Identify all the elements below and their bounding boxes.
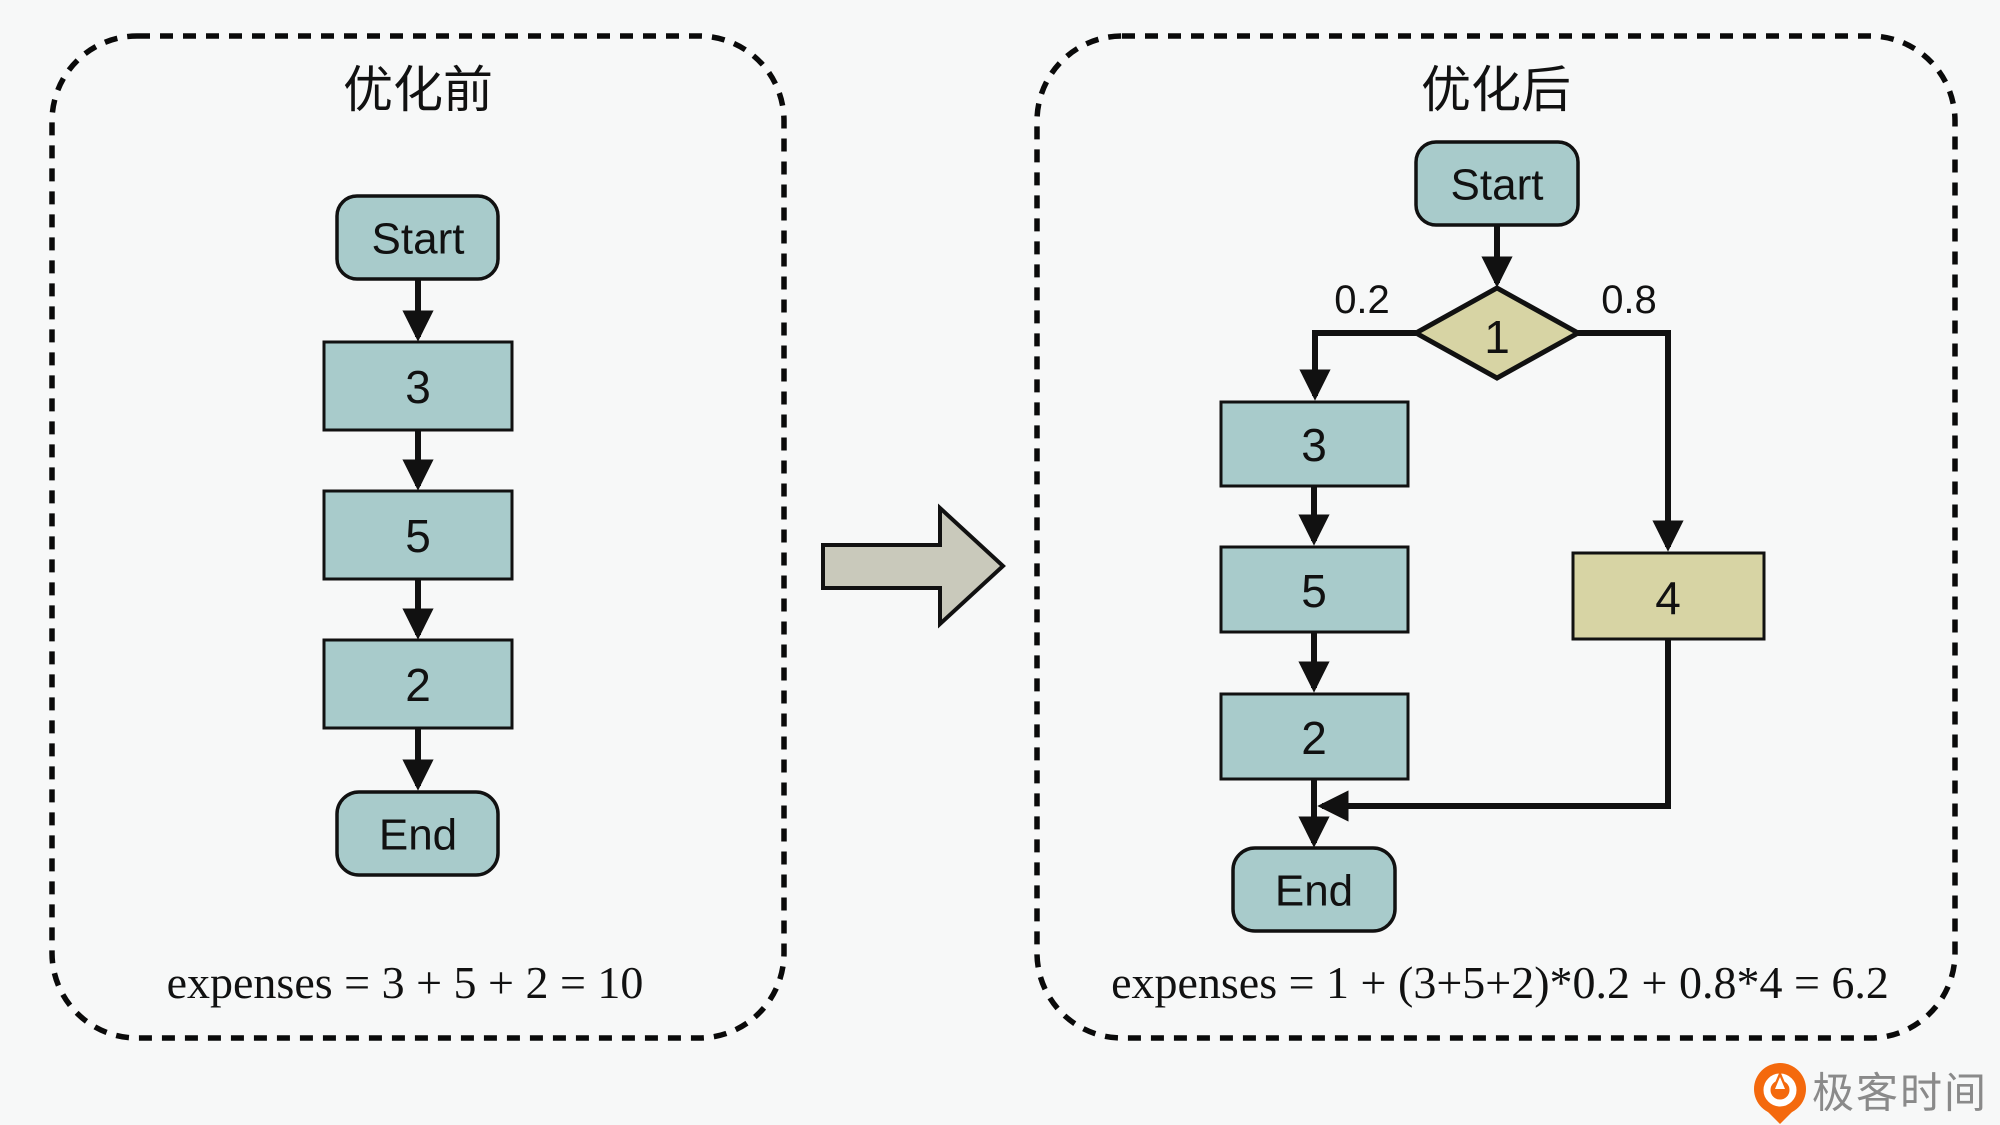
after-node-4 [1571, 551, 1766, 641]
after-edge-decision-to-3 [1299, 330, 1416, 401]
after-edge-4-merge [1317, 639, 1671, 822]
after-panel: 优化后 Start 1 0.2 0.8 3 5 2 4 En [1034, 33, 1958, 1041]
before-end-node [335, 790, 500, 877]
after-node-4-label: 4 [1655, 572, 1681, 624]
before-node-5-label: 5 [405, 510, 431, 562]
after-decision-node [1410, 285, 1584, 381]
after-branch-right-probability: 0.8 [1601, 278, 1657, 322]
after-node-3-label: 3 [1301, 419, 1327, 471]
after-node-2 [1219, 692, 1410, 781]
before-equation: expenses = 3 + 5 + 2 = 10 [167, 957, 644, 1008]
before-node-5 [322, 489, 514, 581]
before-node-2-label: 2 [405, 659, 431, 711]
geektime-logo-icon [1754, 1063, 1806, 1124]
before-end-label: End [379, 811, 457, 860]
after-node-5-label: 5 [1301, 565, 1327, 617]
before-node-3 [322, 340, 514, 432]
before-node-3-label: 3 [405, 361, 431, 413]
after-edge-decision-to-4 [1578, 330, 1684, 552]
geektime-watermark: 极客时间 [1754, 1063, 1988, 1124]
transform-arrow-icon [821, 503, 1006, 629]
after-end-node [1231, 846, 1397, 933]
before-panel-title: 优化前 [343, 62, 493, 118]
after-panel-title: 优化后 [1421, 62, 1571, 118]
before-node-2 [322, 638, 514, 730]
after-node-2-label: 2 [1301, 712, 1327, 764]
before-panel: 优化前 Start 3 5 2 End expenses = 3 + 5 + 2… [49, 33, 787, 1041]
after-decision-label: 1 [1484, 311, 1510, 363]
after-equation: expenses = 1 + (3+5+2)*0.2 + 0.8*4 = 6.2 [1111, 957, 1889, 1008]
geektime-brand-text: 极客时间 [1812, 1070, 1988, 1117]
after-panel-border [1034, 33, 1958, 1041]
after-branch-left-probability: 0.2 [1334, 278, 1390, 322]
after-start-label: Start [1451, 161, 1544, 210]
before-panel-border [49, 33, 787, 1041]
before-start-label: Start [372, 215, 465, 264]
after-end-label: End [1275, 867, 1353, 916]
